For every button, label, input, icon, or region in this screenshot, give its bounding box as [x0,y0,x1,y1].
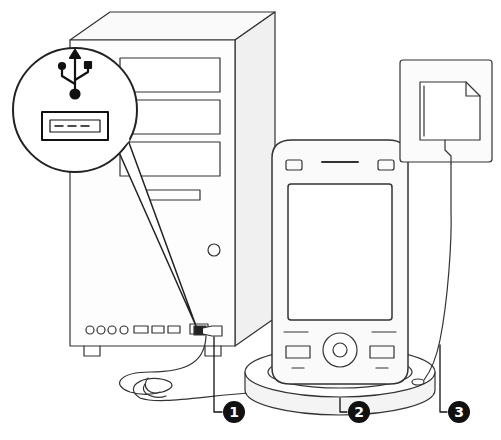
usb-port-magnifier [13,48,196,326]
callout-number: 3 [448,401,470,423]
usb-cable [120,326,262,401]
pda [272,140,408,384]
callout-number: 2 [348,401,370,423]
leader-lines [214,337,447,412]
power-cord [424,164,451,380]
callout-number: 1 [223,401,245,423]
ac-adapter [400,60,492,164]
